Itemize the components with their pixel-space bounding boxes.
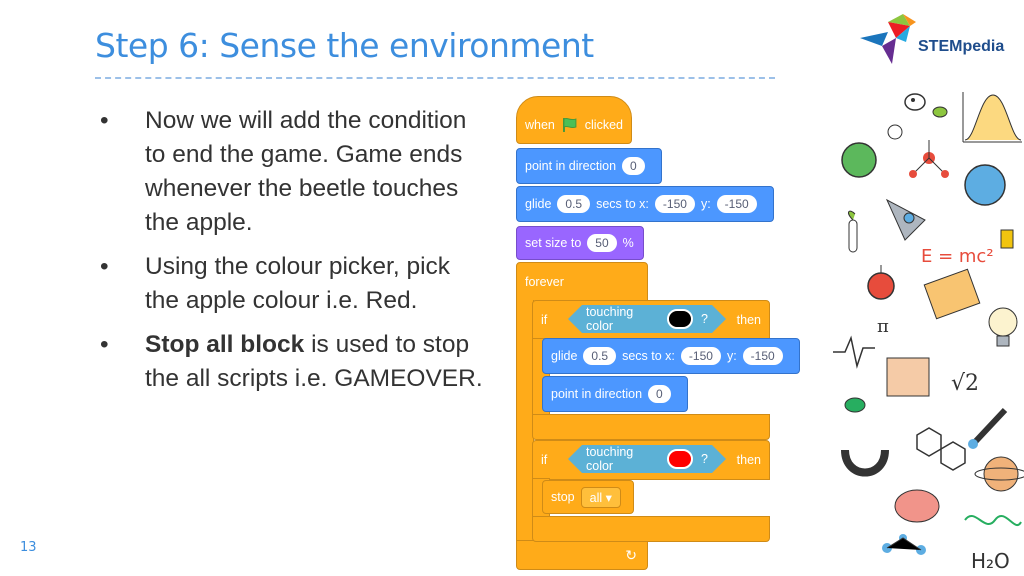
molecule-icon [909, 140, 949, 178]
light-bulb-icon [988, 307, 1018, 347]
book-icon [923, 268, 981, 320]
chevron-down-icon: ▾ [605, 490, 612, 505]
if1-bottom [532, 414, 770, 440]
forever-label: forever [525, 275, 564, 289]
y-input[interactable]: -150 [716, 195, 757, 213]
block-label: point in direction [525, 159, 617, 173]
block-label: glide [525, 197, 552, 211]
bullet-text: Using the colour picker, pick the apple … [145, 253, 451, 314]
globe-icon [841, 142, 877, 178]
bullet-item: Stop all block is used to stop the all s… [100, 328, 490, 396]
pills-icon [844, 397, 866, 413]
block-label: secs to x: [596, 197, 649, 211]
thermometer-icon [968, 407, 1008, 449]
hat-label-when: when [525, 118, 555, 132]
apple-icon [867, 265, 895, 300]
bullet-item: Using the colour picker, pick the apple … [100, 250, 490, 318]
hat-label-clicked: clicked [584, 118, 623, 132]
dna-icon [964, 514, 1022, 526]
x-input[interactable]: -150 [654, 195, 695, 213]
microbe-icon [932, 106, 948, 118]
if-label: if [541, 313, 548, 327]
earth-globe-icon [964, 164, 1006, 206]
stop-label: stop [551, 490, 575, 504]
formula-text: E = mc² [921, 246, 994, 267]
loop-arrow-icon: ↻ [625, 547, 637, 563]
block-label: set size to [525, 236, 582, 250]
if-label: if [541, 453, 548, 467]
x-input[interactable]: -150 [680, 347, 721, 365]
bacteria-icon [904, 93, 926, 111]
y-input[interactable]: -150 [742, 347, 783, 365]
h2o-text: H₂O [971, 549, 1010, 573]
block-label: % [622, 236, 634, 250]
bullet-text: Now we will add the condition to end the… [145, 107, 467, 236]
science-doodles: E = mc² π √2 H₂O [833, 92, 1024, 573]
stempedia-logo [860, 14, 916, 64]
when-flag-clicked-block[interactable]: when clicked [516, 96, 632, 144]
bell-curve-icon [962, 92, 1022, 143]
title-divider [95, 77, 775, 79]
block-label: glide [551, 349, 578, 363]
stop-option-value: all [589, 490, 603, 505]
heartbeat-icon [833, 335, 875, 369]
if2-bottom [532, 516, 770, 542]
rocket-icon [885, 198, 926, 241]
secs-input[interactable]: 0.5 [583, 347, 617, 365]
sensing-label: touching color [586, 445, 634, 473]
brain-icon [894, 489, 940, 523]
forever-bottom: ↻ [516, 540, 648, 570]
atom-icon [887, 124, 903, 140]
bullet-text: is used to stop the all scripts i.e. GAM… [145, 331, 483, 392]
bullet-list: Now we will add the condition to end the… [100, 104, 490, 406]
slide-title: Step 6: Sense the environment [95, 26, 594, 65]
set-size-block[interactable]: set size to 50 % [516, 226, 644, 260]
bullet-bold-text: Stop all block [145, 331, 305, 358]
touching-color-red-reporter[interactable]: touching color ? [568, 445, 726, 473]
sqrt-symbol: √2 [951, 371, 979, 396]
secs-input[interactable]: 0.5 [557, 195, 591, 213]
green-flag-icon [562, 117, 577, 132]
point-in-direction-block-inner[interactable]: point in direction 0 [542, 376, 688, 412]
molecule-chain-icon [882, 534, 926, 555]
glide-block[interactable]: glide 0.5 secs to x: -150 y: -150 [516, 186, 774, 222]
block-label: y: [700, 197, 711, 211]
then-label: then [736, 313, 761, 327]
sensing-label: touching color [586, 305, 634, 333]
stop-option-dropdown[interactable]: all ▾ [580, 486, 621, 508]
color-swatch-black[interactable] [667, 309, 693, 329]
stop-all-block[interactable]: stop all ▾ [542, 480, 634, 514]
question-mark: ? [701, 312, 708, 326]
then-label: then [736, 453, 761, 467]
point-in-direction-block[interactable]: point in direction 0 [516, 148, 662, 184]
forever-block[interactable]: forever [516, 262, 648, 302]
glide-block-inner[interactable]: glide 0.5 secs to x: -150 y: -150 [542, 338, 800, 374]
block-label: y: [726, 349, 737, 363]
plant-tube-icon [848, 210, 858, 253]
plug-icon [1000, 229, 1014, 249]
logo-text: STEMpedia [918, 38, 1005, 55]
planet-icon [974, 456, 1024, 492]
color-swatch-red[interactable] [667, 449, 693, 469]
abacus-icon [886, 357, 930, 397]
size-input[interactable]: 50 [587, 234, 617, 252]
direction-input[interactable]: 0 [648, 385, 671, 403]
direction-input[interactable]: 0 [622, 157, 645, 175]
magnet-icon [841, 449, 889, 477]
block-label: point in direction [551, 387, 643, 401]
question-mark: ? [701, 452, 708, 466]
hexagon-molecule-icon [916, 427, 966, 471]
touching-color-black-reporter[interactable]: touching color ? [568, 305, 726, 333]
block-label: secs to x: [622, 349, 675, 363]
pi-symbol: π [877, 316, 889, 337]
page-number: 13 [20, 540, 37, 555]
bullet-item: Now we will add the condition to end the… [100, 104, 490, 240]
scratch-script: when clicked point in direction 0 glide … [516, 96, 800, 572]
